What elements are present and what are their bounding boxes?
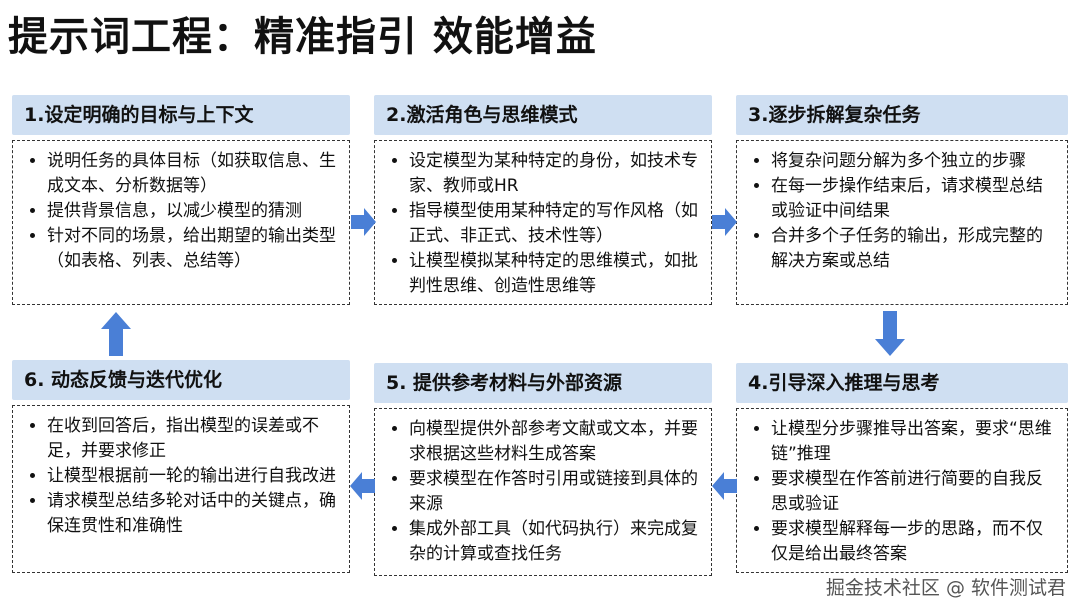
arrow-left-icon: [350, 472, 375, 500]
arrow-up-icon: [101, 312, 131, 356]
list-item: 要求模型在作答时引用或链接到具体的来源: [409, 467, 703, 517]
step-6-header: 6. 动态反馈与迭代优化: [12, 360, 350, 400]
list-item: 集成外部工具（如代码执行）来完成复杂的计算或查找任务: [409, 517, 703, 567]
list-item: 让模型根据前一轮的输出进行自我改进: [47, 464, 341, 489]
list-item: 向模型提供外部参考文献或文本，并要求根据这些材料生成答案: [409, 417, 703, 467]
page-title: 提示词工程：精准指引 效能增益: [8, 14, 597, 60]
watermark: 掘金技术社区 @ 软件测试君: [825, 577, 1066, 599]
list-item: 让模型模拟某种特定的思维模式，如批判性思维、创造性思维等: [409, 249, 703, 299]
list-item: 合并多个子任务的输出，形成完整的解决方案或总结: [771, 224, 1059, 274]
step-1-card: 说明任务的具体目标（如获取信息、生成文本、分析数据等） 提供背景信息，以减少模型…: [12, 140, 350, 305]
list-item: 将复杂问题分解为多个独立的步骤: [771, 149, 1059, 174]
list-item: 设定模型为某种特定的身份，如技术专家、教师或HR: [409, 149, 703, 199]
arrow-right-icon: [712, 208, 737, 236]
list-item: 提供背景信息，以减少模型的猜测: [47, 199, 341, 224]
step-3-list: 将复杂问题分解为多个独立的步骤 在每一步操作结束后，请求模型总结或验证中间结果 …: [749, 149, 1059, 274]
step-1-header: 1.设定明确的目标与上下文: [12, 95, 350, 135]
step-4-header: 4.引导深入推理与思考: [736, 363, 1068, 403]
step-3-header: 3.逐步拆解复杂任务: [736, 95, 1068, 135]
step-1-list: 说明任务的具体目标（如获取信息、生成文本、分析数据等） 提供背景信息，以减少模型…: [25, 149, 341, 274]
list-item: 说明任务的具体目标（如获取信息、生成文本、分析数据等）: [47, 149, 341, 199]
list-item: 针对不同的场景，给出期望的输出类型（如表格、列表、总结等）: [47, 224, 341, 274]
arrow-left-icon: [712, 472, 737, 500]
step-2-header: 2.激活角色与思维模式: [374, 95, 712, 135]
list-item: 让模型分步骤推导出答案，要求“思维链”推理: [771, 417, 1059, 467]
list-item: 要求模型解释每一步的思路，而不仅仅是给出最终答案: [771, 517, 1059, 567]
step-2-list: 设定模型为某种特定的身份，如技术专家、教师或HR 指导模型使用某种特定的写作风格…: [387, 149, 703, 299]
list-item: 在收到回答后，指出模型的误差或不足，并要求修正: [47, 414, 341, 464]
list-item: 指导模型使用某种特定的写作风格（如正式、非正式、技术性等）: [409, 199, 703, 249]
list-item: 请求模型总结多轮对话中的关键点，确保连贯性和准确性: [47, 489, 341, 539]
step-2-card: 设定模型为某种特定的身份，如技术专家、教师或HR 指导模型使用某种特定的写作风格…: [374, 140, 712, 305]
step-6-card: 在收到回答后，指出模型的误差或不足，并要求修正 让模型根据前一轮的输出进行自我改…: [12, 405, 350, 573]
step-5-card: 向模型提供外部参考文献或文本，并要求根据这些材料生成答案 要求模型在作答时引用或…: [374, 408, 712, 576]
step-5-list: 向模型提供外部参考文献或文本，并要求根据这些材料生成答案 要求模型在作答时引用或…: [387, 417, 703, 567]
step-4-card: 让模型分步骤推导出答案，要求“思维链”推理 要求模型在作答前进行简要的自我反思或…: [736, 408, 1068, 573]
list-item: 在每一步操作结束后，请求模型总结或验证中间结果: [771, 174, 1059, 224]
arrow-right-icon: [351, 208, 376, 236]
step-5-header: 5. 提供参考材料与外部资源: [374, 363, 712, 403]
step-4-list: 让模型分步骤推导出答案，要求“思维链”推理 要求模型在作答前进行简要的自我反思或…: [749, 417, 1059, 567]
arrow-down-icon: [875, 311, 905, 356]
step-6-list: 在收到回答后，指出模型的误差或不足，并要求修正 让模型根据前一轮的输出进行自我改…: [25, 414, 341, 539]
step-3-card: 将复杂问题分解为多个独立的步骤 在每一步操作结束后，请求模型总结或验证中间结果 …: [736, 140, 1068, 305]
list-item: 要求模型在作答前进行简要的自我反思或验证: [771, 467, 1059, 517]
